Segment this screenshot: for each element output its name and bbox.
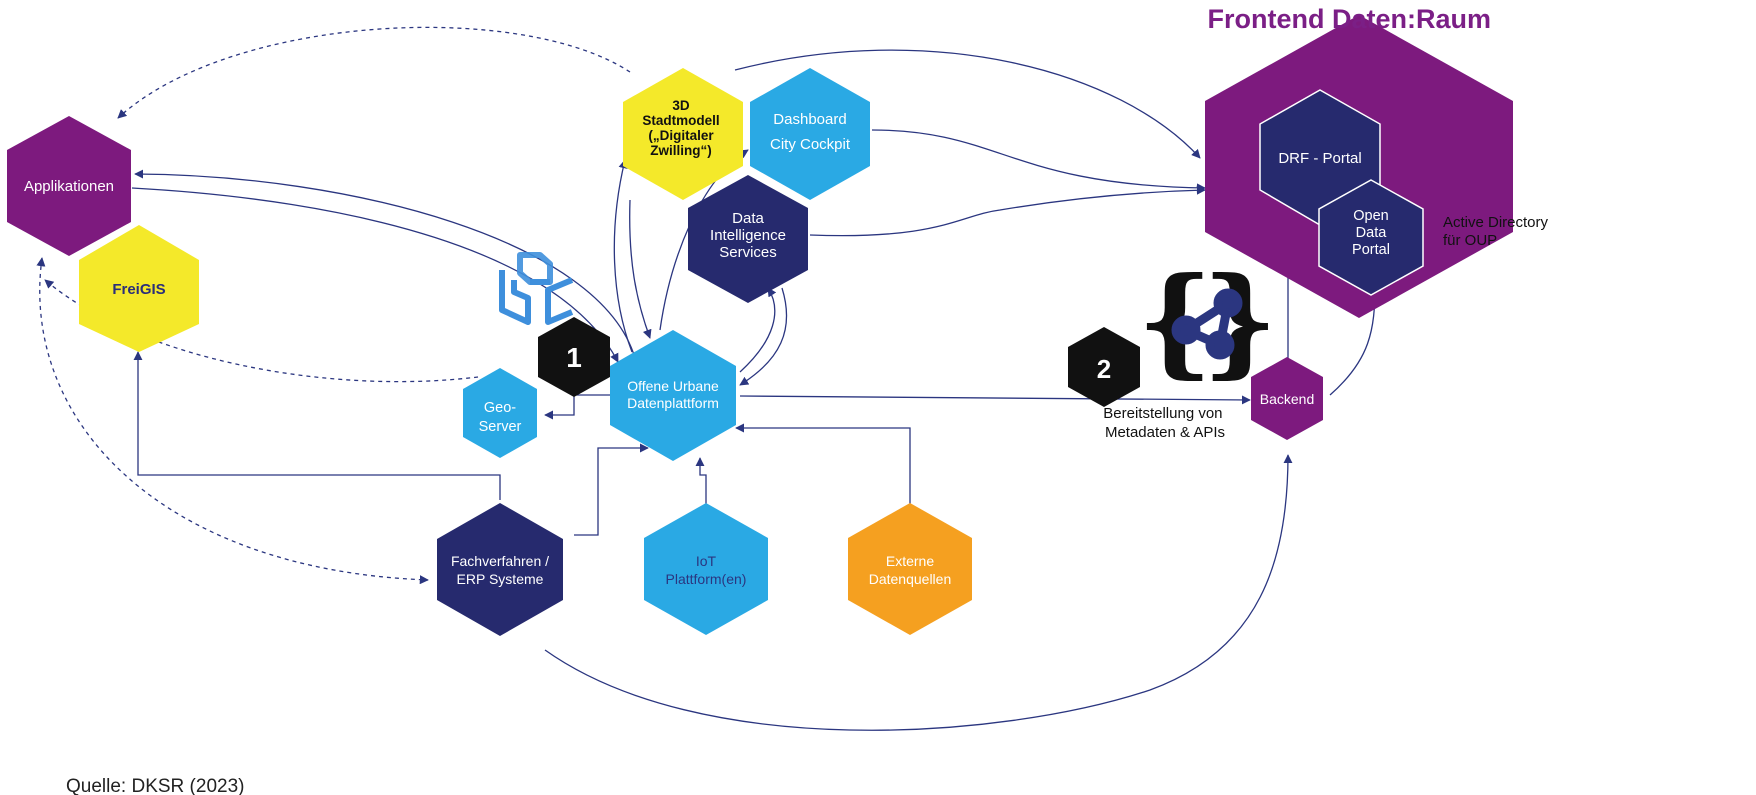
- hexagon-oup: [610, 330, 736, 461]
- node-label-badge2: 2: [1097, 354, 1111, 384]
- badge-2-hexagon: [1068, 327, 1140, 407]
- hexagon-backend: [1251, 357, 1323, 440]
- active-directory-label: Active Directory für OUP: [1443, 214, 1552, 249]
- edge-applikationen-oup: [131, 187, 619, 363]
- edge-fachverfahren-backend: [544, 454, 1293, 731]
- node-label-fachverfahren: Fachverfahren /ERP Systeme: [451, 553, 549, 587]
- hexagon-applikationen: [7, 116, 131, 256]
- edge-stadtmodell-oup: [629, 199, 652, 339]
- svg-text:}: }: [1202, 251, 1278, 390]
- edge-stadtmodell-frontend: [734, 49, 1201, 159]
- hexagon-externe: [848, 503, 972, 635]
- node-label-backend: Backend: [1260, 391, 1314, 407]
- hexagon-stadtmodell: [623, 68, 743, 200]
- edge-fachverfahren-oup: [574, 443, 649, 536]
- page-title: Frontend Daten:Raum: [1208, 4, 1492, 34]
- hexagon-iot: [644, 503, 768, 635]
- node-label-applikationen: Applikationen: [24, 178, 114, 195]
- edge-iot-oup: [695, 457, 707, 505]
- node-label-badge1: 1: [566, 342, 582, 373]
- edge-oup-applikationen: [134, 169, 636, 359]
- source-caption: Quelle: DKSR (2023): [66, 776, 244, 795]
- hexagon-fachverfahren: [437, 503, 563, 636]
- edge-oup-dataintelligence: [739, 287, 777, 373]
- ogc-logo-icon: [499, 252, 574, 325]
- edge-stadtmodell-applikationen: [117, 26, 631, 119]
- api-braces-icon: { }: [1137, 251, 1278, 390]
- hexagon-geoserver: [463, 368, 537, 458]
- node-label-freigis: FreiGIS: [112, 281, 165, 298]
- bereitstellung-label: Bereitstellung von Metadaten & APIs: [1103, 405, 1226, 441]
- hexagon-dashboard: [750, 68, 870, 200]
- hexagon-data-intelligence: [688, 175, 808, 303]
- edge-dataintelligence-frontend: [809, 185, 1206, 237]
- node-label-geoserver: Geo-Server: [479, 400, 522, 435]
- edge-oup-stadtmodell: [613, 159, 633, 353]
- edge-dataintelligence-oup: [739, 287, 788, 386]
- edge-fachverfahren-freigis: [133, 351, 501, 500]
- edge-externe-oup: [735, 423, 911, 505]
- edge-oup-backend: [739, 395, 1251, 405]
- edge-dashboard-frontend: [871, 129, 1206, 193]
- edge-applikationen-fachverfahren: [36, 257, 429, 585]
- hexagon-open-data-portal: [1318, 179, 1424, 296]
- badge-1-hexagon: [538, 317, 610, 397]
- edge-oup-geoserver: [544, 394, 612, 420]
- node-label-drf-portal: DRF - Portal: [1278, 150, 1361, 167]
- hexagon-freigis: [79, 225, 199, 352]
